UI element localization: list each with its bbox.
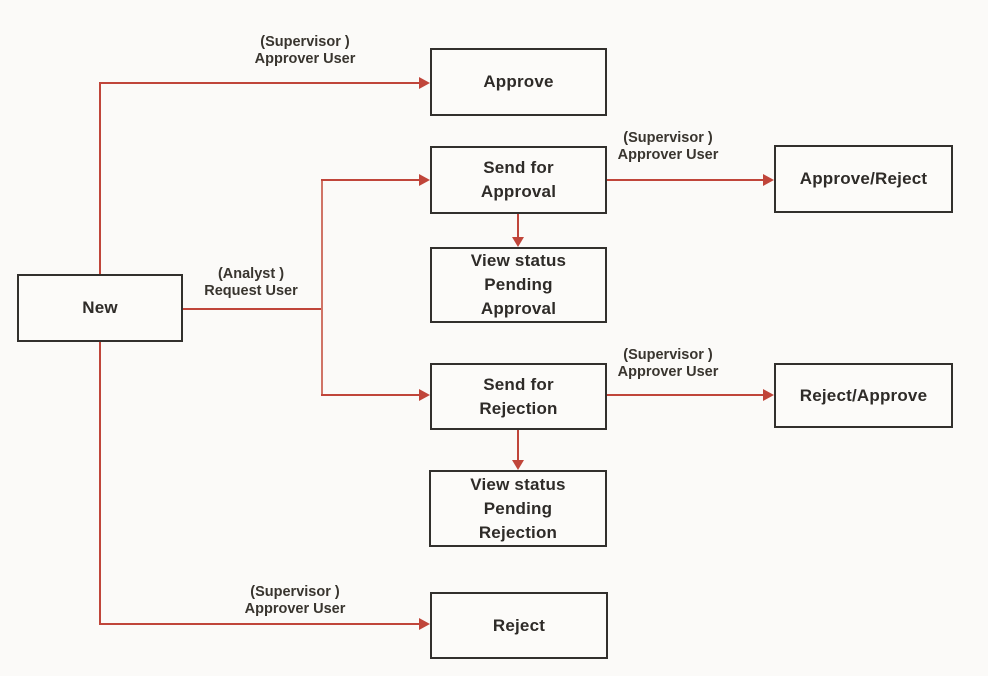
- connector-send-approval-to-approve-reject: [605, 179, 765, 181]
- connector-new-to-branch: [183, 308, 322, 310]
- node-approve-reject: Approve/Reject: [774, 145, 953, 213]
- edge-label-role: (Supervisor ): [623, 347, 713, 363]
- connector-send-approval-to-view-status: [517, 212, 519, 239]
- arrowhead-into-send-approval: [419, 174, 430, 186]
- node-send-for-approval-label: Send for Approval: [480, 158, 557, 201]
- edge-label-user: Request User: [204, 283, 298, 299]
- edge-label-new-to-approve: (Supervisor ) Approver User: [255, 34, 356, 68]
- node-reject: Reject: [430, 592, 608, 659]
- arrowhead-into-reject: [419, 618, 430, 630]
- arrowhead-into-reject-approve: [763, 389, 774, 401]
- node-new: New: [17, 274, 183, 342]
- edge-label-new-to-branches: (Analyst ) Request User: [204, 266, 297, 300]
- node-reject-approve-label: Reject/Approve: [799, 385, 928, 405]
- node-approve-label: Approve: [483, 72, 554, 91]
- edge-label-user: Approver User: [244, 601, 346, 617]
- connector-branch-to-send-rejection: [321, 394, 421, 396]
- node-approve: Approve: [430, 48, 607, 116]
- node-send-for-rejection: Send for Rejection: [430, 363, 607, 430]
- edge-label-role: (Analyst ): [217, 266, 285, 282]
- connector-branch-to-send-approval: [321, 179, 421, 181]
- edge-label-role: (Supervisor ): [623, 130, 713, 146]
- connector-new-to-reject-horizontal: [99, 623, 421, 625]
- arrowhead-into-send-rejection: [419, 389, 430, 401]
- connector-new-to-approve-horizontal: [99, 82, 421, 84]
- node-send-for-rejection-label: Send for Rejection: [479, 374, 558, 418]
- arrowhead-into-view-pending-approval: [512, 237, 524, 247]
- node-view-status-pending-rejection-label: View status Pending Rejection: [470, 474, 566, 542]
- node-reject-label: Reject: [492, 615, 546, 635]
- arrowhead-into-view-pending-rejection: [512, 460, 524, 470]
- edge-label-new-to-reject: (Supervisor ) Approver User: [245, 584, 346, 618]
- node-approve-reject-label: Approve/Reject: [799, 169, 928, 188]
- edge-label-rejection-to-decision: (Supervisor ) Approver User: [618, 347, 719, 381]
- node-send-for-approval: Send for Approval: [430, 146, 607, 214]
- edge-label-user: Approver User: [617, 147, 719, 163]
- node-view-status-pending-rejection: View status Pending Rejection: [429, 470, 607, 547]
- connector-branch-vertical: [321, 179, 323, 396]
- connector-new-to-reject-vertical: [99, 342, 101, 625]
- arrowhead-into-approve: [419, 77, 430, 89]
- connector-send-rejection-to-view-status: [517, 428, 519, 462]
- edge-label-user: Approver User: [254, 51, 356, 67]
- node-view-status-pending-approval-label: View status Pending Approval: [470, 251, 567, 318]
- node-new-label: New: [82, 298, 118, 317]
- node-reject-approve: Reject/Approve: [774, 363, 953, 428]
- connector-send-rejection-to-reject-approve: [605, 394, 765, 396]
- arrowhead-into-approve-reject: [763, 174, 774, 186]
- edge-label-role: (Supervisor ): [260, 34, 350, 50]
- edge-label-role: (Supervisor ): [250, 584, 340, 600]
- node-view-status-pending-approval: View status Pending Approval: [430, 247, 607, 323]
- connector-new-to-approve-vertical: [99, 82, 101, 276]
- edge-label-approval-to-decision: (Supervisor ) Approver User: [618, 130, 719, 164]
- edge-label-user: Approver User: [617, 364, 719, 380]
